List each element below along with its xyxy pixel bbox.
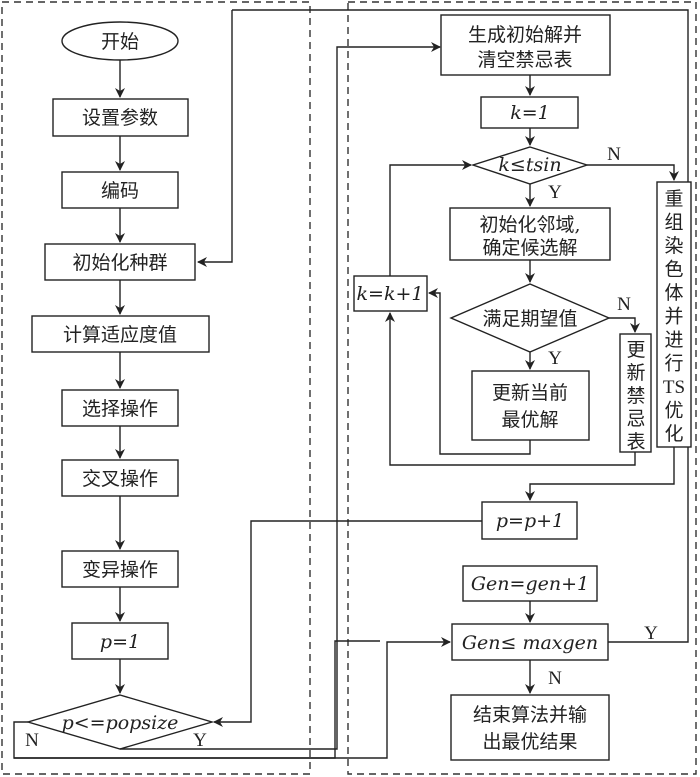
vertical-char: 更 xyxy=(626,339,645,361)
k-increment-label: k=k+1 xyxy=(357,283,424,305)
expectation-label: 满足期望值 xyxy=(482,308,577,330)
end-box xyxy=(450,694,610,761)
connector-p-increment xyxy=(213,520,482,727)
gen-init-solution-line1: 生成初始解并 xyxy=(468,24,582,46)
connector-p-yes xyxy=(120,42,441,750)
mutation-box xyxy=(61,550,179,588)
vertical-char: 忌 xyxy=(626,408,645,430)
init-neighborhood-line1: 初始化邻域, xyxy=(479,214,580,236)
set-params-label: 设置参数 xyxy=(82,107,158,129)
expectation-no-label: N xyxy=(617,294,631,315)
crossover-label: 交叉操作 xyxy=(82,468,158,490)
vertical-char: 进 xyxy=(664,329,683,351)
start-label: 开始 xyxy=(101,31,139,53)
gen-check-yes-label: Y xyxy=(644,623,658,644)
k-check-label: k≤tsin xyxy=(498,154,561,176)
vertical-char: 并 xyxy=(664,306,683,328)
connector-k-loop xyxy=(389,160,472,276)
vertical-char: 组 xyxy=(664,212,683,234)
k-init-box xyxy=(480,96,579,129)
p-check-yes-label: Y xyxy=(193,730,207,751)
init-neighborhood-line2: 确定候选解 xyxy=(482,237,577,259)
set-params-box xyxy=(52,98,189,137)
vertical-char: 化 xyxy=(664,423,683,445)
connector-init xyxy=(197,10,233,267)
gen-increment-box xyxy=(462,565,598,602)
vertical-char: 染 xyxy=(664,235,683,257)
p-increment-label: p=p+1 xyxy=(496,510,564,532)
vertical-char: 重 xyxy=(664,188,683,210)
connector-to-gen-check xyxy=(14,637,451,759)
k-check-yes-label: Y xyxy=(548,182,562,203)
k-check-no-label: N xyxy=(607,144,621,165)
connector-gen-yes xyxy=(232,9,689,643)
p-init-label: p=1 xyxy=(100,631,140,653)
recombine-box xyxy=(656,181,692,448)
vertical-char: 体 xyxy=(664,282,683,304)
connector-best-to-k xyxy=(428,288,531,455)
update-best-line1: 更新当前 xyxy=(492,382,568,404)
p-increment-box xyxy=(481,501,578,540)
connector xyxy=(334,640,380,655)
gen-increment-label: Gen=gen+1 xyxy=(471,573,589,595)
connector-recombine xyxy=(525,447,675,501)
update-best-line2: 最优解 xyxy=(501,409,558,431)
right-panel-border xyxy=(347,1,697,775)
init-population-label: 初始化种群 xyxy=(72,252,167,274)
encode-label: 编码 xyxy=(101,180,139,202)
mutation-label: 变异操作 xyxy=(82,559,158,581)
gen-check-no-label: N xyxy=(548,668,562,689)
connector-tabu-to-k xyxy=(385,312,636,466)
p-check-label: p<=popsize xyxy=(62,712,179,734)
calc-fitness-label: 计算适应度值 xyxy=(63,324,177,346)
p-check-no-label: N xyxy=(25,730,39,751)
connector-k-no xyxy=(587,164,679,181)
vertical-char: 行 xyxy=(664,353,683,375)
end-line1: 结束算法并输 xyxy=(473,704,587,726)
connector-expectation-no xyxy=(609,317,640,333)
vertical-char: 色 xyxy=(664,259,683,281)
vertical-char: 新 xyxy=(626,362,645,384)
calc-fitness-box xyxy=(31,315,210,353)
vertical-char: 优 xyxy=(664,400,683,422)
vertical-char: 禁 xyxy=(626,385,645,407)
expectation-yes-label: Y xyxy=(548,348,562,369)
gen-check-label: Gen≤ maxgen xyxy=(462,632,598,654)
vertical-char: 表 xyxy=(626,431,645,453)
gen-check-box xyxy=(451,623,609,661)
init-population-box xyxy=(44,243,196,281)
encode-box xyxy=(61,171,179,209)
gen-init-solution-box xyxy=(440,14,611,76)
vertical-char: TS xyxy=(663,377,685,398)
selection-label: 选择操作 xyxy=(82,398,158,420)
k-init-label: k=1 xyxy=(510,102,550,124)
connector-p-no xyxy=(13,655,336,759)
gen-init-solution-line2: 清空禁忌表 xyxy=(477,49,572,71)
crossover-box xyxy=(61,459,179,497)
update-best-box xyxy=(471,370,590,441)
end-line2: 出最优结果 xyxy=(482,731,577,753)
